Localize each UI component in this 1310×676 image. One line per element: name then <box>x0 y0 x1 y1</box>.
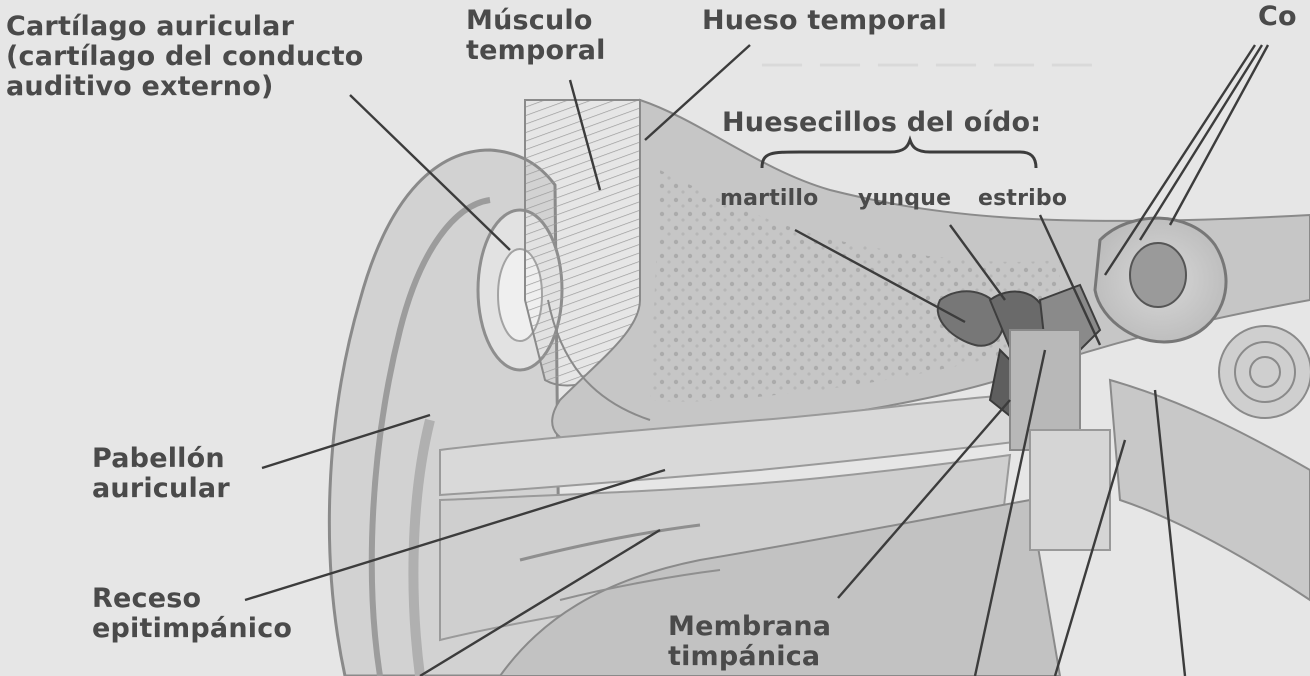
label-cartilago-auricular: Cartílago auricular (cartílago del condu… <box>6 12 363 102</box>
label-musculo-line2: temporal <box>466 36 606 66</box>
label-hueso-line1: Hueso temporal <box>702 6 947 36</box>
label-martillo: martillo <box>720 186 818 212</box>
leader-line-co-2 <box>1140 45 1262 240</box>
label-yunque: yunque <box>858 186 951 212</box>
label-musculo-line1: Músculo <box>466 6 606 36</box>
label-cartilago-line3: auditivo externo) <box>6 72 363 102</box>
label-pabellon-line1: Pabellón <box>92 444 230 474</box>
label-cortado-derecha: Co <box>1258 2 1297 32</box>
label-membrana-timpanica: Membrana timpánica <box>668 612 831 672</box>
label-pabellon-line2: auricular <box>92 474 230 504</box>
label-membrana-line2: timpánica <box>668 642 831 672</box>
label-receso-line2: epitimpánico <box>92 614 292 644</box>
label-membrana-line1: Membrana <box>668 612 831 642</box>
label-receso-line1: Receso <box>92 584 292 614</box>
ossicles-brace <box>762 140 1036 168</box>
label-estribo: estribo <box>978 186 1067 212</box>
label-hueso-temporal: Hueso temporal <box>702 6 947 36</box>
label-pabellon-auricular: Pabellón auricular <box>92 444 230 504</box>
leader-line-co-3 <box>1170 45 1268 225</box>
label-cartilago-line2: (cartílago del conducto <box>6 42 363 72</box>
label-cartilago-line1: Cartílago auricular <box>6 12 363 42</box>
label-musculo-temporal: Músculo temporal <box>466 6 606 66</box>
label-huesecillos-titulo: Huesecillos del oído: <box>722 108 1041 138</box>
label-receso-epitimpanico: Receso epitimpánico <box>92 584 292 644</box>
